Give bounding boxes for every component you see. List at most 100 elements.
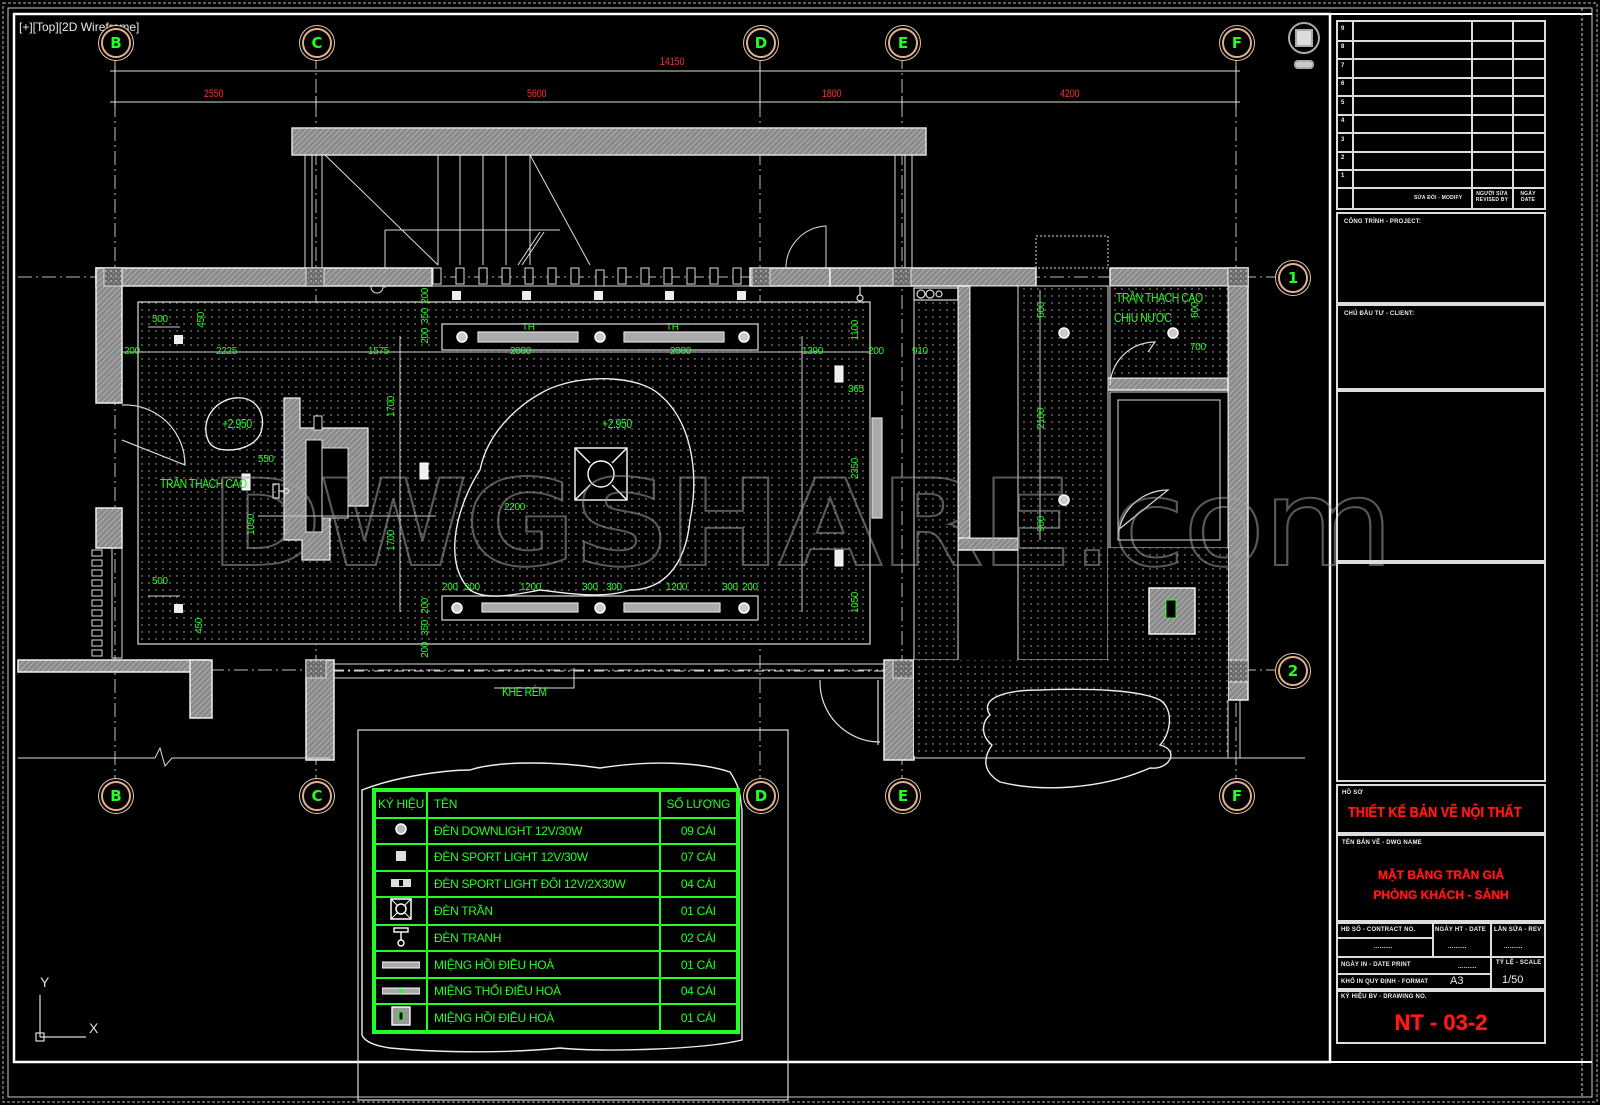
legend-row-name: MIỆNG THỔI ĐIỀU HOÀ [426,976,661,1006]
legend-row-name: ĐÈN TRẦN [426,896,661,926]
info-grid: HĐ SỐ - CONTRACT NO. .......... NGÀY HT … [1336,922,1546,992]
legend-row-qty: 04 CÁI [658,976,739,1006]
dwg-name-label: TÊN BẢN VẼ - DWG NAME [1342,840,1422,846]
label-th-2: TH [666,322,679,333]
rev-row-2: 2 [1341,155,1345,161]
grid-bubble-c-bottom: C [302,781,332,811]
legend-row-name: MIỆNG HỒI ĐIỀU HOÀ [426,950,661,979]
designer-value: THIẾT KẾ BẢN VẼ NỘI THẤT [1348,804,1522,821]
legend-row: MIỆNG HỒI ĐIỀU HOÀ 01 CÁI [374,1003,739,1032]
picture-lamp-icon [393,926,409,947]
double-spotlight-icon [391,878,411,887]
dim-1575: 1575 [368,346,390,357]
grid-bubble-b-top: B [101,28,131,58]
dim-550: 550 [258,454,274,465]
legend-row: ĐÈN TRẦN 01 CÁI [374,896,739,926]
dim-300-b1: 300 [464,582,480,593]
date-label: NGÀY HT - DATE [1435,927,1486,933]
legend-row: MIỆNG THỔI ĐIỀU HOÀ 04 CÁI [374,976,739,1006]
legend-row-qty: 02 CÁI [658,923,739,953]
rev-row-4: 4 [1341,118,1345,124]
dim-2000-b: 2000 [670,346,692,357]
downlight-icon [395,823,407,836]
watermark: DWGSHARE.com [209,454,1395,595]
designer-box: HỒ SƠ THIẾT KẾ BẢN VẼ NỘI THẤT [1336,784,1546,834]
project-label: CÔNG TRÌNH - PROJECT: [1344,219,1422,225]
annotation-waterproof-2: CHỊU NƯỚC [1114,310,1172,325]
rev-row-3: 3 [1341,137,1345,143]
label-th-1: TH [522,322,535,333]
dim-200-v1: 200 [420,288,431,304]
grid-bubble-1: 1 [1278,263,1308,293]
ceiling-lamp-icon [390,898,412,921]
print-date-value: .......... [1458,964,1477,970]
dim-200-right: 200 [868,346,884,357]
rev-modify-label: SỬA ĐỔI - MODIFY [1414,195,1463,201]
blank-box-2 [1336,562,1546,782]
annotation-ceiling-gypsum: TRẦN THẠCH CAO [160,476,247,491]
dim-300-b2: 300 [582,582,598,593]
print-date-label: NGÀY IN - DATE PRINT [1341,962,1411,968]
dim-2100: 2100 [1036,408,1047,430]
legend-table: KÝ HIỆU TÊN SỐ LƯỢNG ĐÈN DOWNLIGHT 12V/3… [372,788,740,1034]
legend-row-qty: 01 CÁI [658,950,739,979]
dwg-name-box: TÊN BẢN VẼ - DWG NAME MẶT BẰNG TRẦN GIẢ … [1336,834,1546,922]
legend-row: ĐÈN SPORT LIGHT ĐÔI 12V/2X30W 04 CÁI [374,869,739,899]
legend-row-qty: 01 CÁI [658,1003,739,1032]
legend-row-name: MIỆNG HỒI ĐIỀU HOÀ [426,1003,661,1032]
ucs-y-label: Y [40,974,50,990]
legend-row-qty: 09 CÁI [658,816,739,846]
legend-header-name: TÊN [426,790,661,819]
legend-row: ĐÈN TRANH 02 CÁI [374,923,739,953]
dim-200-v2: 200 [420,328,431,344]
rev-row-8: 8 [1341,44,1345,50]
grid-bubble-d-top: D [746,28,776,58]
legend-row-name: ĐÈN SPORT LIGHT ĐÔI 12V/2X30W [426,869,661,899]
format-label: KHỔ IN QUY ĐỊNH - FORMAT [1341,979,1429,985]
ucs-x-label: X [89,1020,99,1036]
format-value: A3 [1450,975,1464,987]
legend-row: MIỆNG HỒI ĐIỀU HOÀ 01 CÁI [374,950,739,979]
dim-200-b2: 200 [742,582,758,593]
rev-label: LẦN SỬA - REV [1494,927,1542,933]
dim-5600: 5600 [527,88,547,100]
spotlight-icon [396,850,406,861]
legend-row: ĐÈN SPORT LIGHT 12V/30W 07 CÁI [374,843,739,872]
grid-bubble-c-top: C [302,28,332,58]
rev-row-6: 6 [1341,81,1345,87]
elevation-left: +2.950 [222,416,252,431]
blank-box-1 [1336,390,1546,562]
dim-1050-r: 1050 [850,592,861,614]
dim-1200-a: 1200 [520,582,542,593]
grid-bubble-b-bottom: B [101,781,131,811]
dim-1100: 1100 [850,320,861,341]
contract-value: .......... [1374,944,1393,950]
dim-1800: 1800 [822,88,842,100]
annotation-waterproof-1: TRẦN THẠCH CAO [1116,290,1203,305]
grid-bubble-f-top: F [1222,28,1252,58]
rev-date-label: NGÀY DATE [1520,191,1536,203]
legend-row-qty: 01 CÁI [658,896,739,926]
contract-label: HĐ SỐ - CONTRACT NO. [1341,927,1416,933]
grid-bubble-e-bottom: E [888,781,918,811]
dim-200-b1: 200 [442,582,458,593]
dim-200-left: 200 [124,346,140,357]
scale-value: 1/50 [1502,974,1524,986]
legend-header: KÝ HIỆU TÊN SỐ LƯỢNG [374,790,739,819]
rev-value: .......... [1504,944,1523,950]
legend-row-name: ĐÈN TRANH [426,923,661,953]
dim-300-b3: 300 [606,582,622,593]
revision-table: 9 8 7 6 5 4 3 2 1 SỬA ĐỔI - MODIFY NGƯỜI… [1336,20,1546,210]
dim-350-v2: 350 [420,620,431,636]
dim-overall: 14150 [660,56,685,68]
dim-910: 910 [912,346,928,357]
grid-bubble-f-bottom: F [1222,781,1252,811]
title-block: 9 8 7 6 5 4 3 2 1 SỬA ĐỔI - MODIFY NGƯỜI… [1332,16,1590,1063]
legend-row-name: ĐÈN SPORT LIGHT 12V/30W [426,843,661,872]
date-value: .......... [1448,944,1467,950]
legend-row-name: ĐÈN DOWNLIGHT 12V/30W [426,816,661,846]
dim-2000-a: 2000 [510,346,532,357]
dim-1200-b: 1200 [666,582,688,593]
legend-row: ĐÈN DOWNLIGHT 12V/30W 09 CÁI [374,816,739,846]
